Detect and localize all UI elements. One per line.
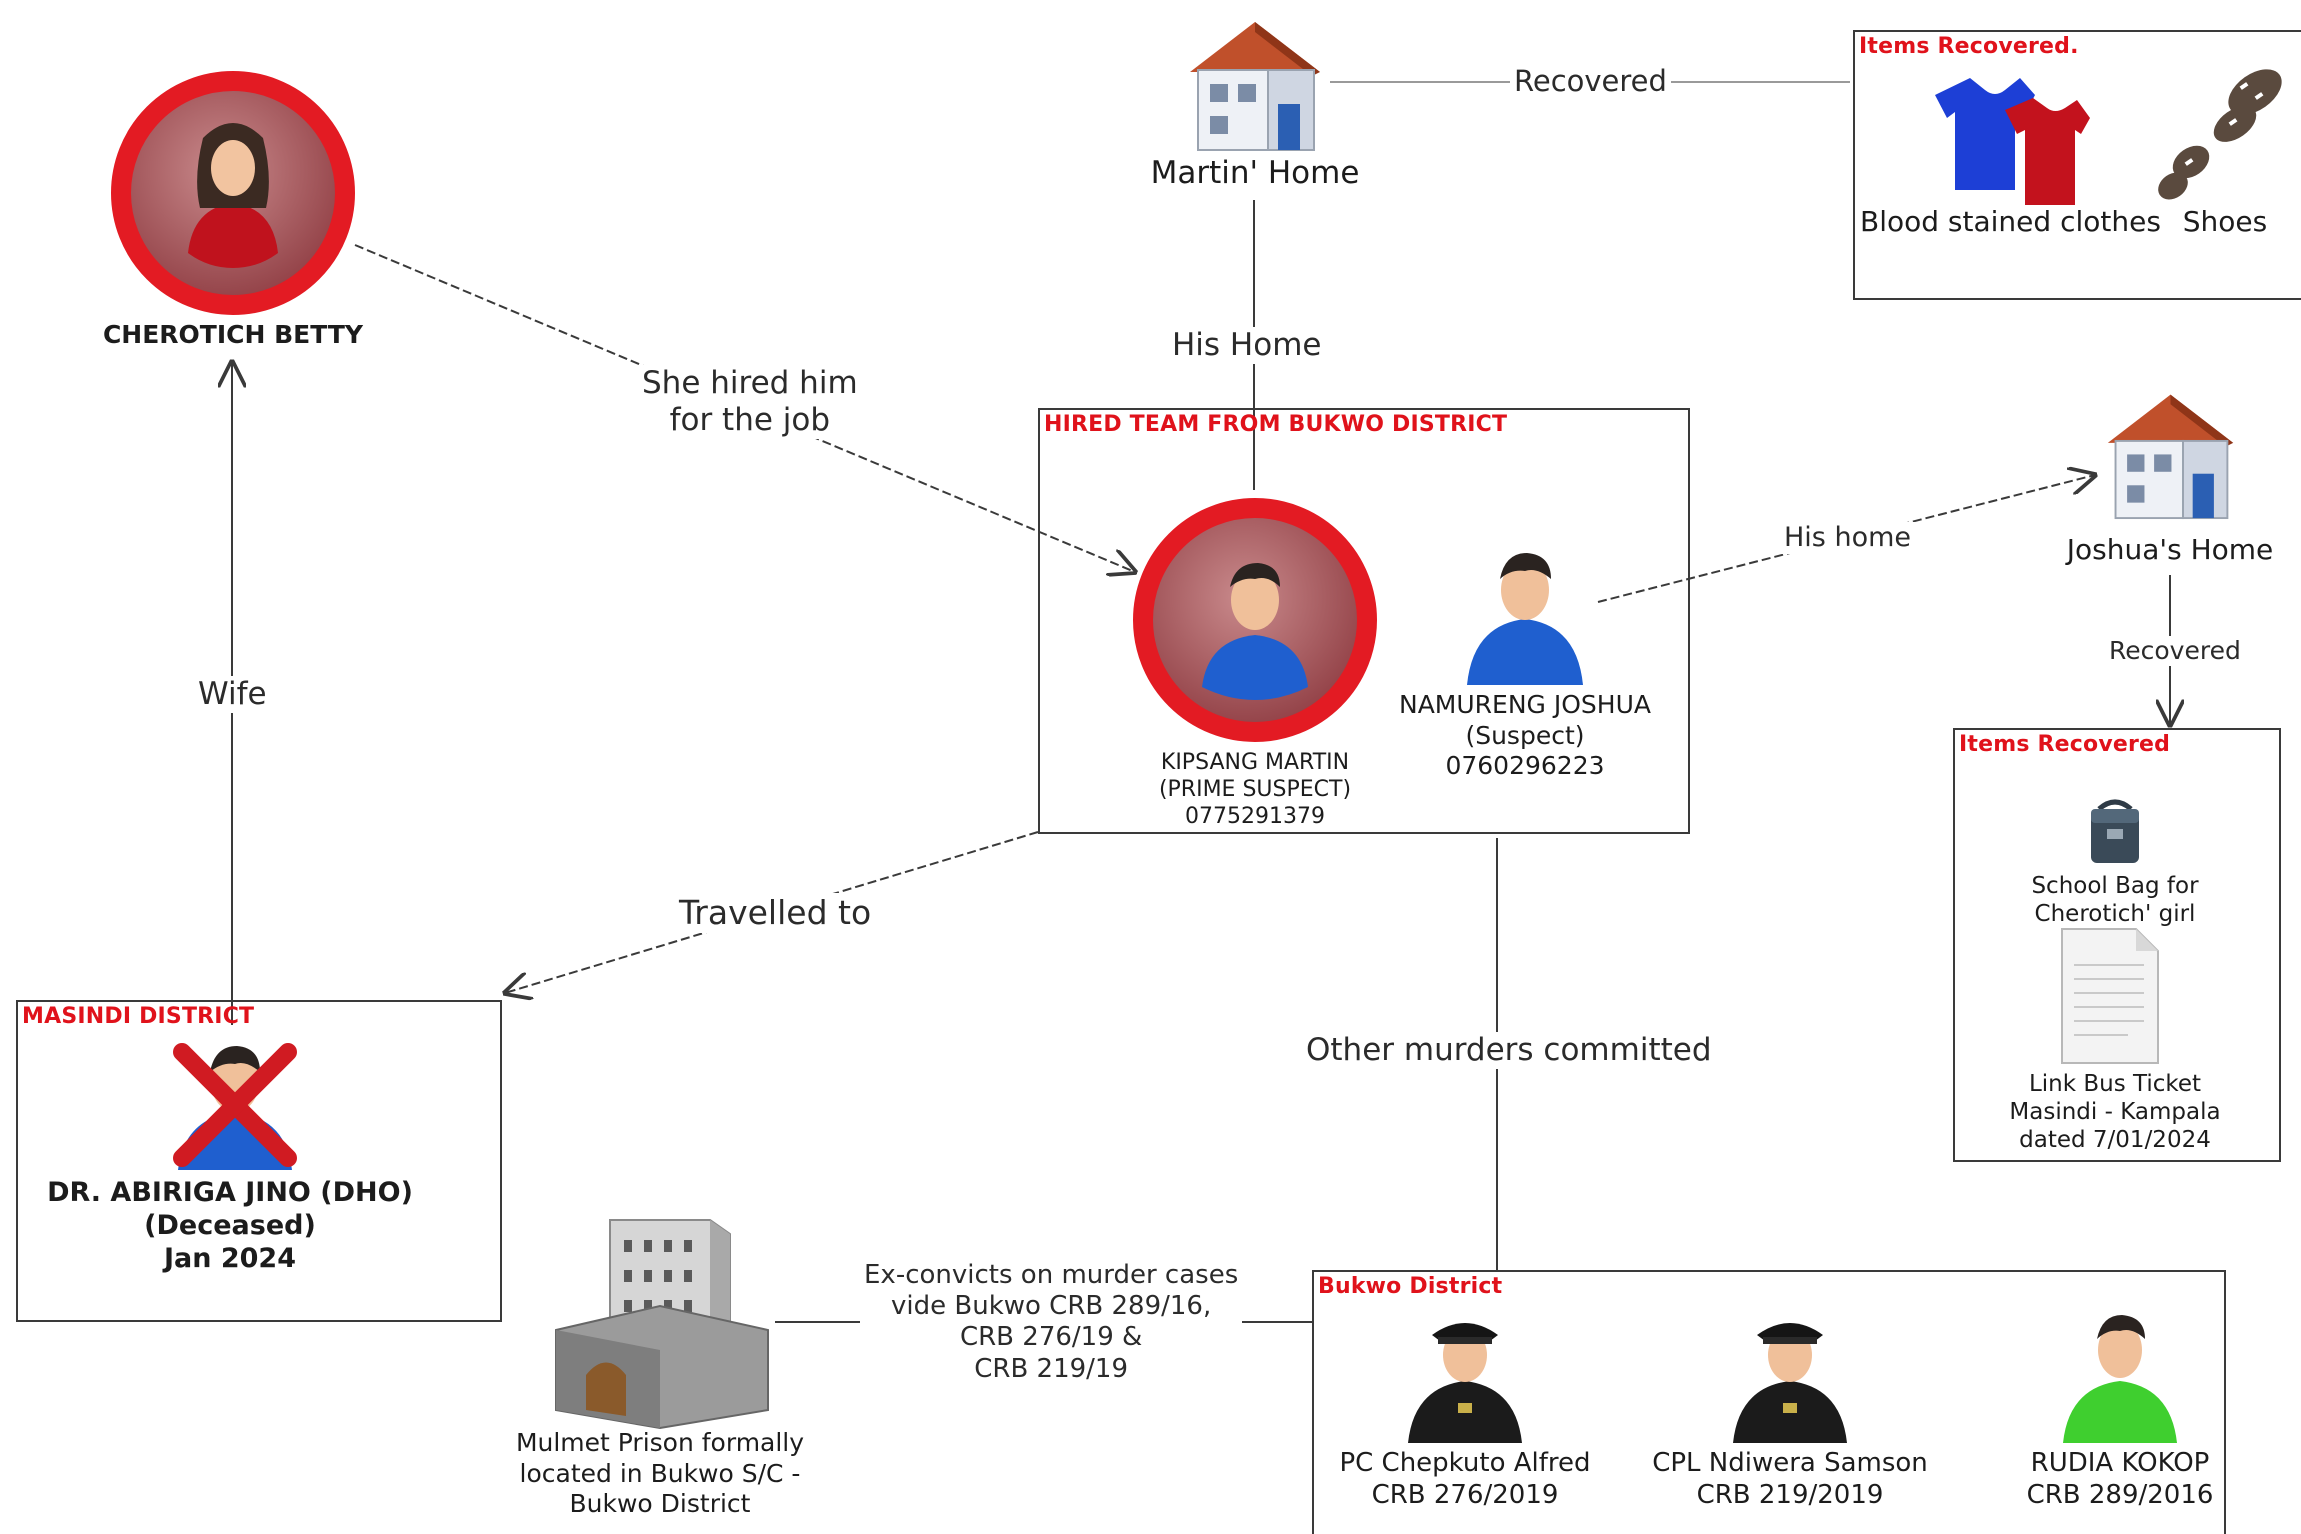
edge-label-recovered-right: Recovered [2105, 636, 2245, 666]
edge-label-travelled-to: Travelled to [675, 893, 876, 933]
edge-label-line: CRB 219/19 [974, 1353, 1129, 1384]
edge-label-line: Ex-convicts on murder cases [864, 1260, 1239, 1290]
node-label-line: (Suspect) [1465, 720, 1585, 750]
node-label-line: Jan 2024 [163, 1242, 297, 1274]
group-hired-team: HIRED TEAM FROM BUKWO DISTRICT [1038, 408, 1690, 834]
node-label-line: Masindi - Kampala [2009, 1099, 2221, 1126]
man-avatar-icon [1133, 498, 1377, 742]
node-label-martins-home: Martin' Home [1150, 155, 1360, 191]
node-label-betty: CHEROTICH BETTY [102, 320, 364, 349]
prison-icon [555, 1219, 769, 1430]
house-icon [1190, 22, 1320, 151]
node-label-martin: KIPSANG MARTIN (PRIME SUSPECT) 077529137… [1110, 750, 1400, 830]
node-label-prison: Mulmet Prison formally located in Bukwo … [500, 1428, 820, 1520]
node-label-line: Mulmet Prison formally [515, 1428, 805, 1457]
node-label-jino: DR. ABIRIGA JINO (DHO) (Deceased) Jan 20… [40, 1177, 420, 1276]
edge-label-she-hired-him: She hired him for the job [638, 365, 862, 440]
woman-avatar-icon [111, 71, 355, 315]
bag-icon [2091, 799, 2139, 863]
node-label-line: RUDIA KOKOP [2030, 1448, 2210, 1478]
edge-label-line: CRB 276/19 & [959, 1322, 1143, 1353]
node-label-kokop: RUDIA KOKOP CRB 289/2016 [1990, 1448, 2250, 1511]
police-officer-icon [1733, 1323, 1847, 1443]
node-label-line: School Bag for [2031, 873, 2199, 899]
group-title: Bukwo District [1318, 1274, 1503, 1299]
node-label-line: CRB 289/2016 [2026, 1479, 2214, 1510]
node-label-line: dated 7/01/2024 [2019, 1127, 2211, 1154]
shoe-print-icon [2158, 69, 2282, 200]
node-label-chepkuto: PC Chepkuto Alfred CRB 276/2019 [1320, 1448, 1610, 1511]
node-label-clothes: Blood stained clothes [1860, 205, 2161, 238]
group-title: Items Recovered [1959, 732, 2171, 757]
edge-label-line: for the job [669, 402, 831, 439]
tshirt-icon [1935, 78, 2090, 205]
node-label-line: CRB 219/2019 [1696, 1479, 1884, 1510]
link-his-home-joshua [1597, 475, 2095, 603]
edge-label-line: vide Bukwo CRB 289/16, [891, 1291, 1212, 1322]
group-bukwo-district: Bukwo District [1312, 1270, 2226, 1534]
node-label-line: CRB 276/2019 [1371, 1479, 1559, 1510]
node-label-joshuas-home: Joshua's Home [2066, 533, 2274, 566]
node-label-line: (PRIME SUSPECT) [1158, 776, 1352, 802]
node-label-line: (Deceased) [144, 1209, 316, 1241]
node-label-line: 0760296223 [1445, 751, 1605, 780]
node-label-joshua: NAMURENG JOSHUA (Suspect) 0760296223 [1375, 690, 1675, 782]
house-icon [2107, 394, 2234, 520]
group-items-recovered-right: Items Recovered [1953, 728, 2281, 1162]
police-officer-icon [1408, 1323, 1522, 1443]
node-label-line: CPL Ndiwera Samson [1652, 1448, 1928, 1478]
group-title: HIRED TEAM FROM BUKWO DISTRICT [1044, 412, 1508, 437]
node-label-shoes: Shoes [2182, 205, 2268, 238]
edge-label-line: She hired him [642, 365, 858, 401]
node-label-line: KIPSANG MARTIN [1160, 750, 1350, 775]
node-label-line: Link Bus Ticket [2028, 1071, 2202, 1097]
node-label-bus-ticket: Link Bus Ticket Masindi - Kampala dated … [1990, 1070, 2240, 1154]
node-label-school-bag: School Bag for Cherotich' girl [1990, 872, 2240, 928]
node-label-line: DR. ABIRIGA JINO (DHO) [47, 1177, 413, 1208]
edge-label-recovered-top: Recovered [1510, 64, 1671, 99]
man-avatar-icon [2063, 1315, 2177, 1443]
node-label-line: PC Chepkuto Alfred [1339, 1448, 1591, 1478]
group-title: MASINDI DISTRICT [22, 1004, 255, 1029]
node-label-line: NAMURENG JOSHUA [1399, 690, 1651, 719]
group-masindi-district: MASINDI DISTRICT [16, 1000, 502, 1322]
document-icon [2061, 928, 2159, 1064]
man-avatar-icon [1467, 553, 1583, 685]
edge-label-ex-convicts: Ex-convicts on murder cases vide Bukwo C… [860, 1260, 1243, 1385]
node-label-line: Cherotich' girl [2034, 901, 2196, 928]
group-items-recovered-top: Items Recovered. [1853, 30, 2301, 300]
edge-label-wife: Wife [194, 676, 271, 714]
node-label-line: located in Bukwo S/C - [519, 1458, 801, 1488]
deceased-person-icon [173, 1043, 297, 1170]
group-title: Items Recovered. [1859, 34, 2079, 59]
node-label-line: Bukwo District [569, 1489, 751, 1518]
node-label-line: 0775291379 [1185, 803, 1325, 829]
edge-label-other-murders: Other murders committed [1302, 1032, 1716, 1070]
edge-label-his-home-martin: His Home [1168, 327, 1326, 365]
edge-label-his-home-joshua: His home [1780, 522, 1915, 555]
node-label-ndiwera: CPL Ndiwera Samson CRB 219/2019 [1640, 1448, 1940, 1511]
